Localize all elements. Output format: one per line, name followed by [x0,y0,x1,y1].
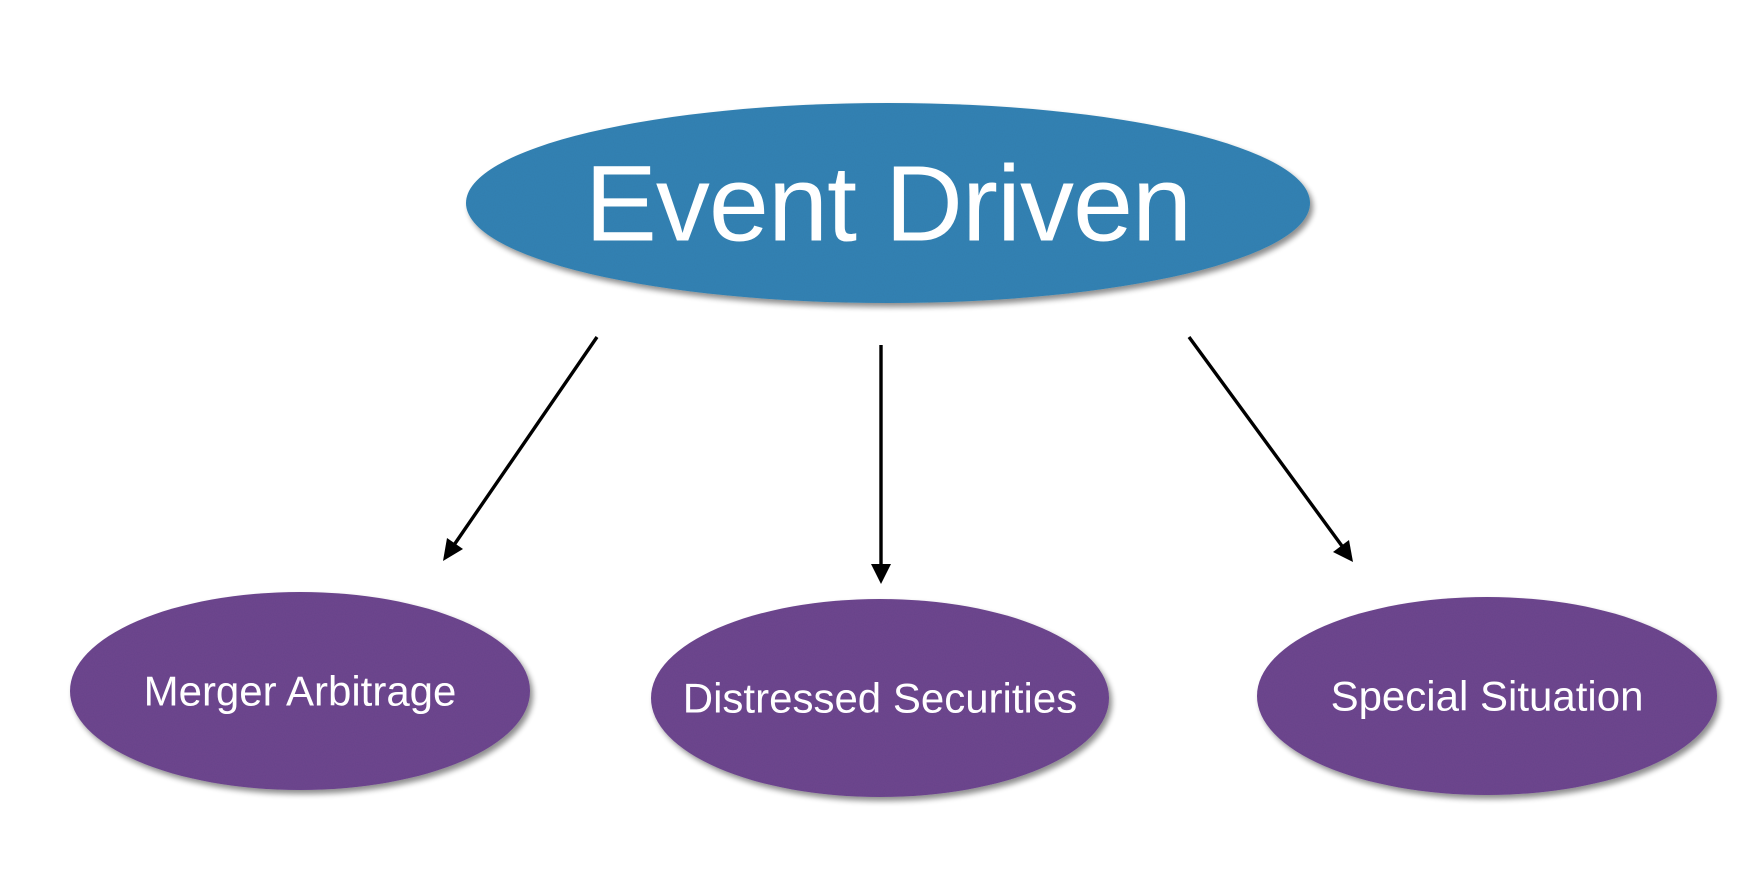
child-node-special-situation-shape [1257,597,1717,795]
edge-root-to-special-situation [1187,335,1353,562]
child-node-special-situation-label: Special Situation [1331,673,1644,720]
child-node-distressed-securities-shape [651,599,1109,797]
edge-root-to-merger-arbitrage [443,336,599,561]
child-node-merger-arbitrage-shape [70,592,530,790]
root-node-shape [466,103,1310,303]
edge-root-to-distressed-securities [871,345,891,584]
child-node-special-situation [1257,597,1717,795]
root-node-label: Event Driven [585,143,1191,264]
child-node-merger-arbitrage [70,592,530,790]
root-node [466,103,1310,303]
child-node-distressed-securities [651,599,1109,797]
child-node-merger-arbitrage-label: Merger Arbitrage [144,668,457,715]
child-node-distressed-securities-label: Distressed Securities [683,675,1077,722]
